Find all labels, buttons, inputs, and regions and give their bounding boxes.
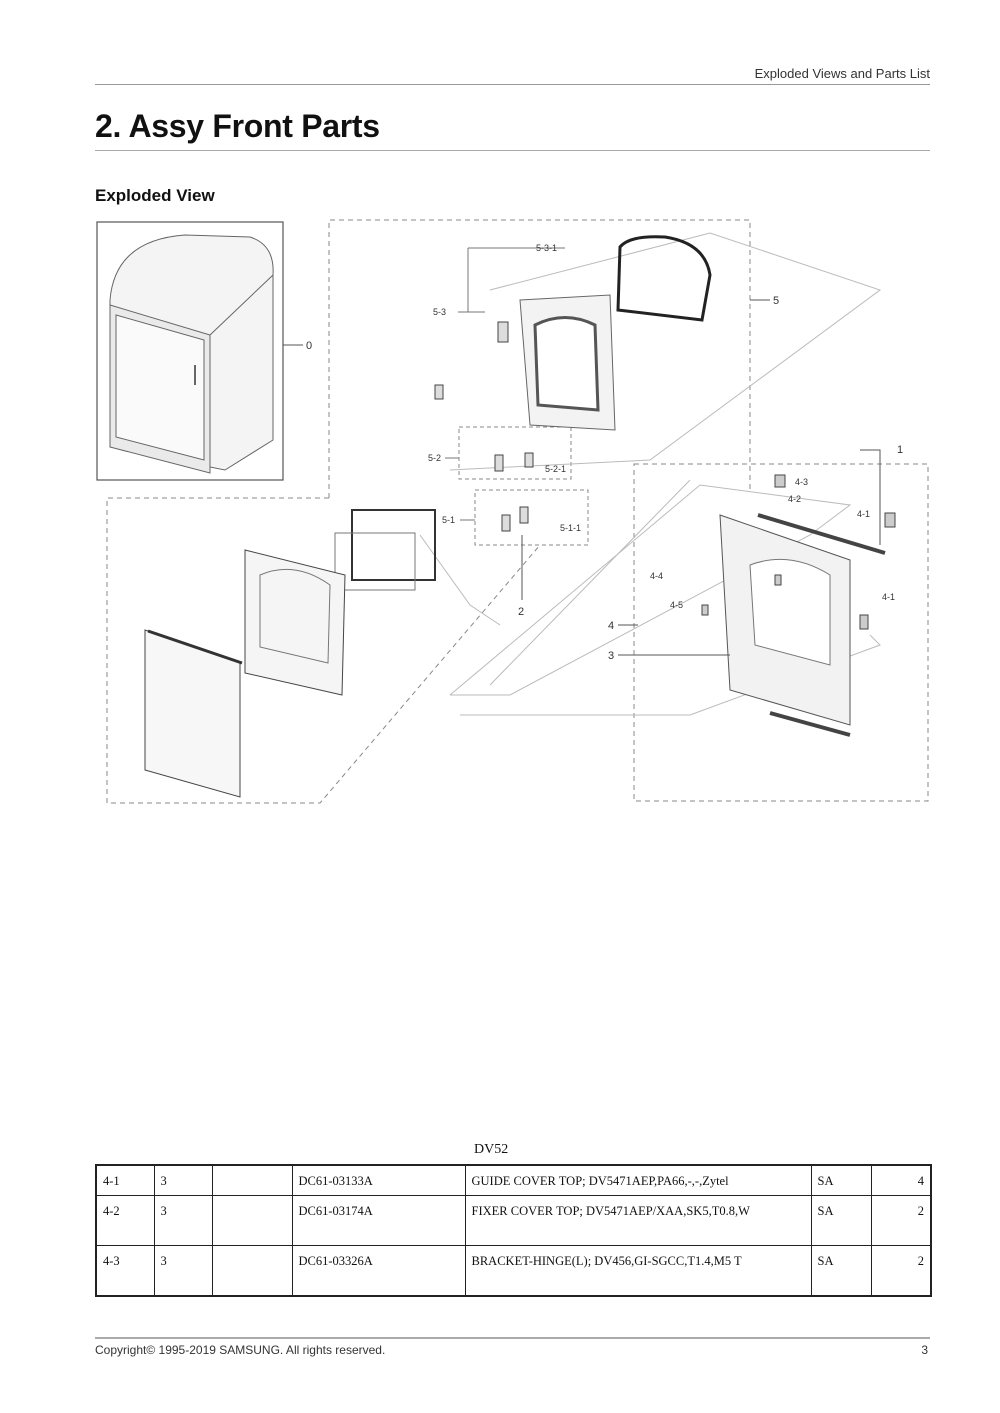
door-inner-window [259, 568, 331, 664]
door-glass-part [616, 235, 712, 322]
exploded-view-diagram: 0 5 5-3-1 5-3 5-2 5-2-1 5-1 5-1-1 2 [90, 215, 940, 815]
running-head: Exploded Views and Parts List [754, 66, 930, 81]
callout-4-4: 4-4 [650, 571, 663, 581]
door-inner-panel-part [244, 549, 346, 696]
callout-5-2-1: 5-2-1 [545, 464, 566, 474]
part-code-cell: DC61-03326A [291, 1245, 466, 1297]
part-code-cell: DC61-03133A [291, 1164, 466, 1197]
callout-5-2: 5-2 [428, 453, 441, 463]
location-cell: 4-1 [95, 1164, 155, 1197]
callout-4-5: 4-5 [670, 600, 683, 610]
copyright-text: Copyright© 1995-2019 SAMSUNG. All rights… [95, 1343, 386, 1357]
description-cell: FIXER COVER TOP; DV5471AEP/XAA,SK5,T0.8,… [464, 1195, 812, 1247]
page-title: 2. Assy Front Parts [95, 108, 380, 144]
status-cell: SA [810, 1245, 872, 1297]
hinge-group-5-1 [474, 489, 589, 546]
hinge-parts [434, 321, 534, 532]
empty-cell [211, 1195, 293, 1247]
description-cell: GUIDE COVER TOP; DV5471AEP,PA66,-,-,Zyte… [464, 1164, 812, 1197]
callout-0: 0 [306, 340, 312, 352]
footer-divider [95, 1337, 930, 1339]
callout-bracket-5-3 [467, 248, 485, 313]
projection-line [489, 479, 691, 686]
callout-4-2: 4-2 [788, 494, 801, 504]
door-outer-panel-part [144, 629, 241, 798]
callout-5-1-1: 5-1-1 [560, 523, 581, 533]
empty-cell [211, 1164, 293, 1197]
callout-4-3: 4-3 [795, 477, 808, 487]
front-panel-opening [749, 558, 831, 666]
guide-cover-top-part [757, 513, 886, 555]
title-underline [95, 150, 930, 151]
level-cell: 3 [153, 1245, 213, 1297]
panel-assembly-boundary [633, 463, 929, 802]
callout-4-1-side: 4-1 [882, 592, 895, 602]
description-cell: BRACKET-HINGE(L); DV456,GI-SGCC,T1.4,M5 … [464, 1245, 812, 1297]
projection-line [419, 534, 501, 626]
model-label: DV52 [474, 1142, 509, 1157]
callout-1: 1 [897, 444, 903, 456]
callout-5: 5 [773, 295, 779, 307]
status-cell: SA [810, 1195, 872, 1247]
table-row: 4-1 3 DC61-03133A GUIDE COVER TOP; DV547… [95, 1164, 932, 1197]
door-window-part [533, 316, 600, 412]
callout-5-1: 5-1 [442, 515, 455, 525]
location-cell: 4-3 [95, 1245, 155, 1297]
page-number: 3 [921, 1343, 928, 1357]
quantity-cell: 2 [870, 1195, 932, 1247]
location-cell: 4-2 [95, 1195, 155, 1247]
projection-outline [449, 484, 852, 696]
door-seal-part [334, 532, 416, 591]
callout-3: 3 [608, 650, 614, 662]
table-row: 4-3 3 DC61-03326A BRACKET-HINGE(L); DV45… [95, 1245, 932, 1297]
door-trim-part [147, 629, 243, 665]
door-gasket-part [351, 509, 436, 581]
projection-outline [449, 232, 882, 471]
level-cell: 3 [153, 1195, 213, 1247]
quantity-cell: 2 [870, 1245, 932, 1297]
callout-2: 2 [518, 606, 524, 618]
dryer-thumbnail-frame [96, 221, 284, 481]
hinge-group-5-2 [458, 426, 572, 480]
level-cell: 3 [153, 1164, 213, 1197]
empty-cell [211, 1245, 293, 1297]
lower-trim-part [769, 711, 851, 737]
section-heading: Exploded View [95, 186, 215, 205]
callout-5-3-1: 5-3-1 [536, 243, 557, 253]
part-code-cell: DC61-03174A [291, 1195, 466, 1247]
callout-5-3: 5-3 [433, 307, 446, 317]
status-cell: SA [810, 1164, 872, 1197]
table-row: 4-2 3 DC61-03174A FIXER COVER TOP; DV547… [95, 1195, 932, 1247]
panel-brackets [701, 474, 896, 630]
quantity-cell: 4 [870, 1164, 932, 1197]
front-assembly-boundary [328, 219, 751, 498]
callout-4: 4 [608, 620, 614, 632]
dryer-illustration [109, 234, 274, 474]
parts-table: 4-1 3 DC61-03133A GUIDE COVER TOP; DV547… [95, 1164, 932, 1297]
header-divider [95, 84, 930, 85]
door-assembly-boundary [106, 497, 541, 804]
callout-4-1-top: 4-1 [857, 509, 870, 519]
